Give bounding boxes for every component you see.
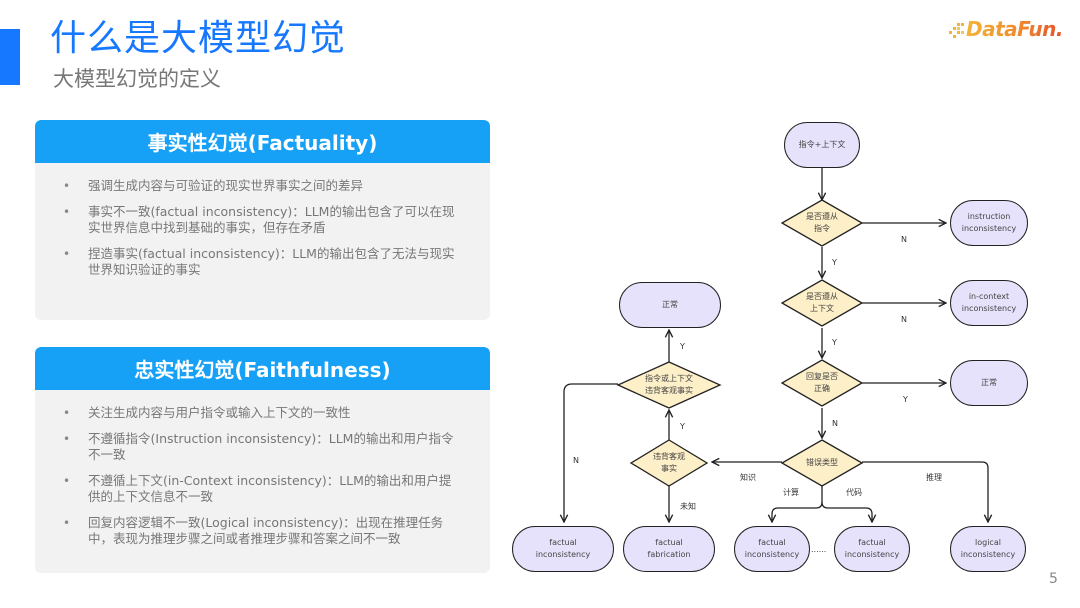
card-header: 事实性幻觉(Factuality) [35, 120, 490, 163]
node-label: 指令+上下文 [798, 140, 846, 149]
bullet-text: 关注生成内容与用户指令或输入上下文的一致性 [88, 405, 351, 420]
node-follow-context: 是否遵从 上下文 [782, 280, 862, 326]
node-label: instruction inconsistency [961, 212, 1017, 233]
node-response-correct-diamond [780, 359, 864, 407]
bullet-item: • 回复内容逻辑不一致(Logical inconsistency)：出现在推理任… [63, 515, 470, 548]
edge-label-ctx-violate-n: N [573, 456, 579, 465]
node-label: 指令或上下文 违背客观事实 [645, 374, 693, 395]
bullet-item: • 不遵循指令(Instruction inconsistency)：LLM的输出… [63, 431, 470, 464]
node-error-type: 错误类型 [782, 440, 862, 486]
node-factual-inconsistency-2: factual inconsistency [734, 526, 810, 572]
faithfulness-card: 忠实性幻觉(Faithfulness) • 关注生成内容与用户指令或输入上下文的一… [35, 347, 490, 573]
bullet-text: 回复内容逻辑不一致(Logical inconsistency)：出现在推理任务… [88, 514, 444, 547]
node-logical-inconsistency: logical inconsistency [950, 526, 1026, 572]
edge-label-calc: 计算 [783, 488, 799, 497]
node-factual-inconsistency-3: factual inconsistency [834, 526, 910, 572]
node-label: logical inconsistency [960, 538, 1016, 559]
node-response-correct: 回复是否 正确 [782, 360, 862, 406]
node-normal-left: 正常 [619, 282, 721, 328]
bullet-text: 不遵循上下文(in-Context inconsistency)：LLM的输出和… [88, 472, 452, 505]
node-in-context-inconsistency: in-context inconsistency [950, 280, 1028, 326]
node-label: 回复是否 正确 [806, 372, 838, 393]
edge-reasoning [862, 461, 988, 522]
edge-code [821, 501, 872, 522]
edge-label-ctx-y: Y [832, 338, 837, 347]
node-start: 指令+上下文 [784, 122, 860, 168]
bullet-text: 捏造事实(factual inconsistency)：LLM的输出包含了无法与… [88, 245, 455, 278]
node-label: 正常 [662, 300, 678, 309]
bullet-item: • 事实不一致(factual inconsistency)：LLM的输出包含了可… [63, 204, 470, 237]
datafun-logo: DataFun. [948, 14, 1063, 44]
edge-label-correct-y: Y [903, 395, 908, 404]
node-label: factual fabrication [647, 538, 691, 559]
card-body: • 强调生成内容与可验证的现实世界事实之间的差异 • 事实不一致(factual i… [35, 163, 490, 279]
bullet-text: 强调生成内容与可验证的现实世界事实之间的差异 [88, 178, 364, 193]
page-number: 5 [1049, 571, 1058, 587]
edge-label-instr-y: Y [832, 258, 837, 267]
node-label: 错误类型 [806, 458, 838, 467]
node-label: factual inconsistency [744, 538, 800, 559]
edge-label-ctx-violate-y: Y [680, 342, 685, 351]
edge-label-code: 代码 [846, 488, 862, 497]
bullet-text: 不遵循指令(Instruction inconsistency)：LLM的输出和… [88, 430, 454, 463]
node-label: in-context inconsistency [961, 292, 1017, 313]
bullet-text: 事实不一致(factual inconsistency)：LLM的输出包含了可以… [88, 203, 455, 236]
ellipsis-label: ...... [811, 545, 827, 554]
bullet-item: • 捏造事实(factual inconsistency)：LLM的输出包含了无法… [63, 246, 470, 279]
bullet-item: • 强调生成内容与可验证的现实世界事实之间的差异 [63, 178, 470, 195]
node-follow-instruction-diamond [780, 199, 864, 247]
node-label: 是否遵从 指令 [806, 212, 838, 233]
edge-label-correct-n: N [832, 419, 838, 428]
bullet-dot-icon: • [63, 515, 71, 530]
node-factual-inconsistency-1: factual inconsistency [512, 526, 614, 572]
bullet-dot-icon: • [63, 473, 71, 488]
edge-label-knowledge: 知识 [740, 473, 756, 482]
node-follow-context-diamond [780, 279, 864, 327]
card-body: • 关注生成内容与用户指令或输入上下文的一致性 • 不遵循指令(Instructio… [35, 390, 490, 548]
bullet-dot-icon: • [63, 246, 71, 261]
hallucination-flowchart: 指令+上下文 instruction inconsistency in-cont… [500, 110, 1060, 580]
bullet-dot-icon: • [63, 431, 71, 446]
bullet-item: • 不遵循上下文(in-Context inconsistency)：LLM的输出… [63, 473, 470, 506]
pixel-dots-icon [948, 21, 964, 38]
factuality-card: 事实性幻觉(Factuality) • 强调生成内容与可验证的现实世界事实之间的差… [35, 120, 490, 320]
bullet-dot-icon: • [63, 204, 71, 219]
node-instruction-inconsistency: instruction inconsistency [950, 200, 1028, 246]
node-label: factual inconsistency [535, 538, 591, 559]
node-factual-fabrication: factual fabrication [623, 526, 715, 572]
title-accent-bar [0, 29, 20, 85]
page-title: 什么是大模型幻觉 [50, 18, 347, 59]
bullet-dot-icon: • [63, 406, 71, 420]
bullet-dot-icon: • [63, 179, 71, 193]
edge-label-reasoning: 推理 [926, 473, 942, 482]
node-label: 正常 [981, 378, 997, 387]
bullet-item: • 关注生成内容与用户指令或输入上下文的一致性 [63, 405, 470, 422]
node-label: 违背客观 事实 [653, 452, 685, 473]
flowchart-edges [500, 168, 1060, 580]
node-violates-facts: 违背客观 事实 [631, 440, 707, 486]
node-label: 是否遵从 上下文 [806, 292, 838, 313]
page-subtitle: 大模型幻觉的定义 [53, 67, 221, 91]
logo-text: DataFun. [966, 17, 1063, 41]
node-follow-instruction: 是否遵从 指令 [782, 200, 862, 246]
edge-label-violate-y: Y [680, 422, 685, 431]
node-context-violates-facts-diamond [616, 361, 722, 409]
edge-ctx-violate-n [564, 383, 618, 522]
edge-label-instr-n: N [901, 235, 907, 244]
node-context-violates-facts: 指令或上下文 违背客观事实 [618, 362, 720, 408]
card-header: 忠实性幻觉(Faithfulness) [35, 347, 490, 390]
edge-label-ctx-n: N [901, 315, 907, 324]
edge-label-unknown: 未知 [680, 502, 696, 511]
node-label: factual inconsistency [844, 538, 900, 559]
node-normal-right: 正常 [950, 360, 1028, 406]
